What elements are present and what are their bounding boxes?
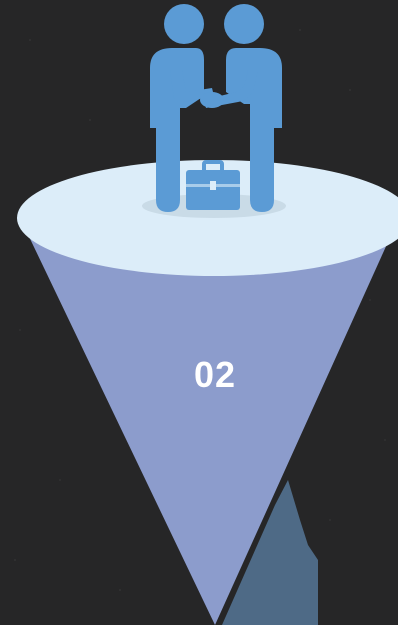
funnel-top-ellipse (17, 160, 398, 276)
background-texture (14, 29, 386, 591)
cone-shadow (222, 480, 318, 625)
funnel-cone (22, 222, 397, 625)
handshake-briefcase-icon (150, 4, 282, 212)
step-number-label: 02 (193, 354, 237, 395)
